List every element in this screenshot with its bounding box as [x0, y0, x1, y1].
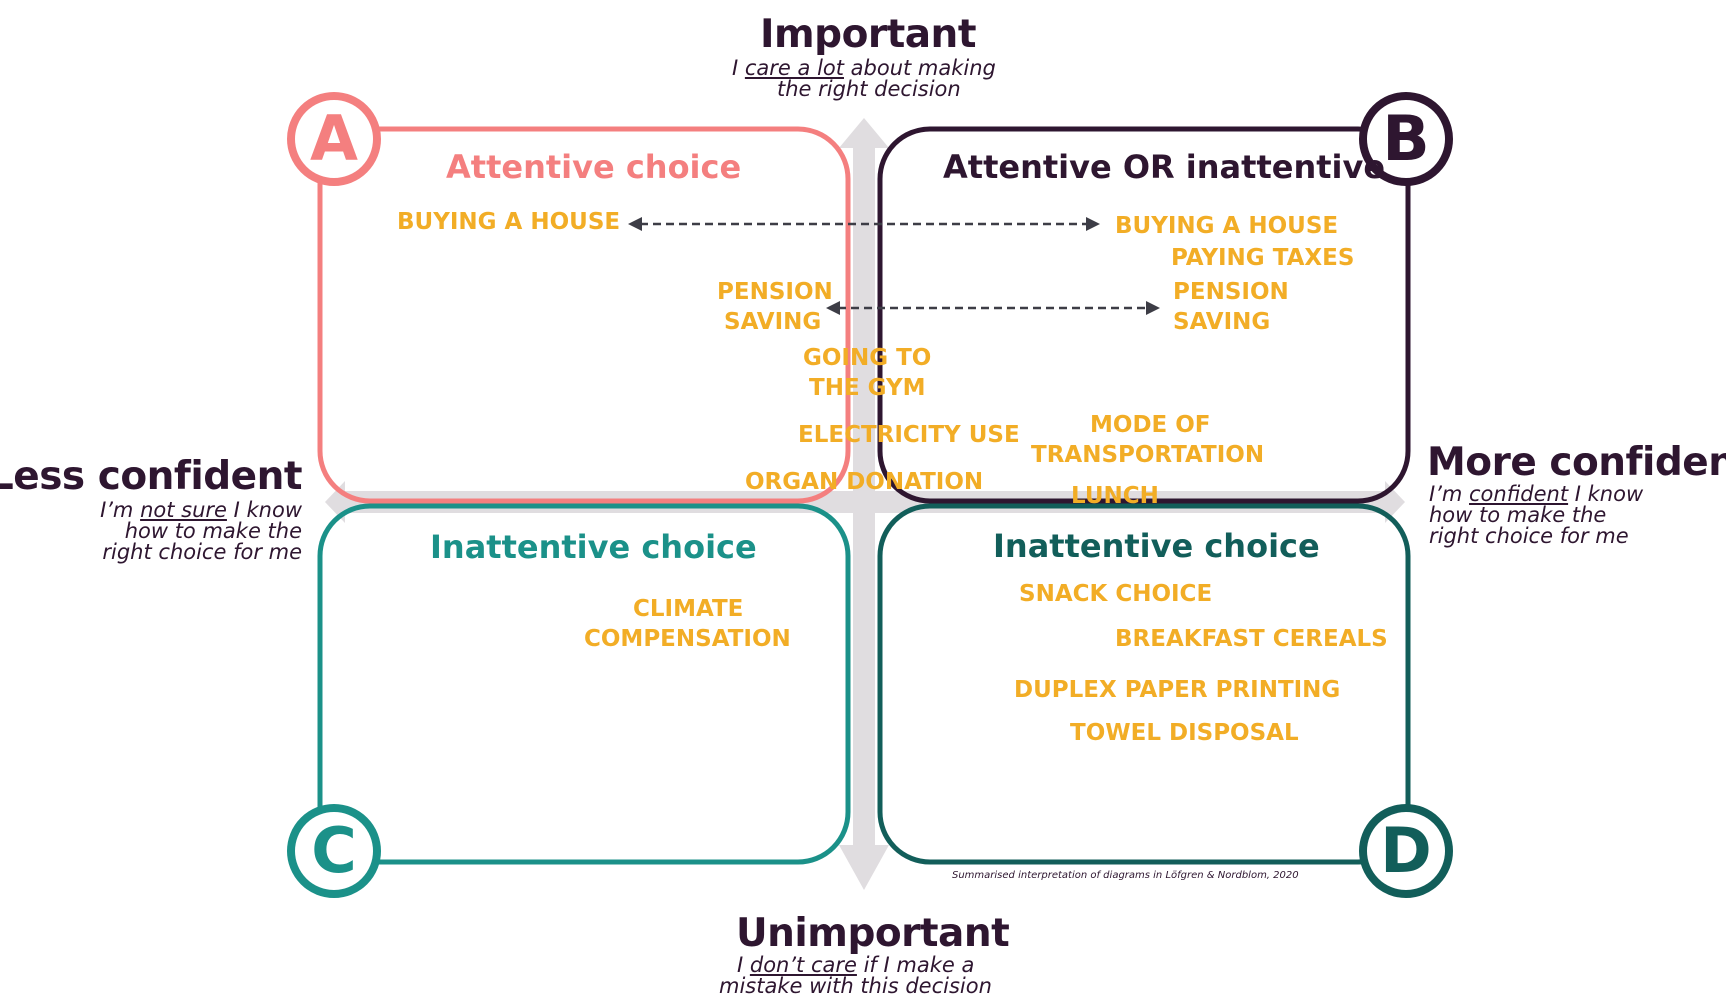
item-pension-attentive: PENSION [717, 279, 833, 305]
item-buying-house-either: BUYING A HOUSE [1115, 213, 1339, 239]
item-mode-of-transportation-line2: TRANSPORTATION [1031, 442, 1265, 468]
item-breakfast-cereals: BREAKFAST CEREALS [1115, 626, 1388, 652]
item-going-to-gym: GOING TO [803, 345, 932, 371]
down-arrow-head [839, 845, 889, 890]
quadrant-b-title: Attentive OR inattentive [943, 148, 1386, 186]
axis-bottom-title: Unimportant [736, 911, 1010, 956]
quadrant-c-title: Inattentive choice [430, 528, 757, 566]
item-snack-choice: SNACK CHOICE [1019, 581, 1213, 607]
axis-top-title: Important [760, 12, 976, 57]
axis-top-subtitle: I care a lot about making [732, 56, 996, 80]
item-pension-either: PENSION [1173, 279, 1289, 305]
source-footnote: Summarised interpretation of diagrams in… [952, 870, 1299, 881]
axis-left-subtitle-line3: right choice for me [102, 540, 302, 564]
quadrant-d-box [877, 503, 1411, 865]
item-electricity-use: ELECTRICITY USE [798, 422, 1020, 448]
axis-bottom-subtitle-line2: mistake with this decision [719, 974, 992, 998]
quadrant-b-box [877, 126, 1411, 504]
item-pension-either-line2: SAVING [1173, 309, 1271, 335]
item-lunch: LUNCH [1071, 483, 1159, 509]
item-duplex-paper-printing: DUPLEX PAPER PRINTING [1014, 677, 1341, 703]
item-buying-house-attentive: BUYING A HOUSE [397, 209, 621, 235]
quadrant-a-title: Attentive choice [446, 148, 742, 186]
quadrant-a-box [317, 126, 851, 504]
buying-house-link-arrow [628, 217, 1100, 231]
item-towel-disposal: TOWEL DISPOSAL [1070, 720, 1299, 746]
item-paying-taxes: PAYING TAXES [1171, 245, 1355, 271]
quadrant-a-badge: A [287, 92, 381, 186]
axis-right-subtitle: I’m confident I know [1429, 482, 1644, 506]
quadrant-d-badge: D [1359, 804, 1453, 898]
axis-left-subtitle: I’m not sure I know [100, 498, 302, 522]
pension-link-arrow [826, 301, 1160, 315]
axis-left-subtitle-line2: how to make the [124, 519, 302, 543]
axis-right-subtitle-line3: right choice for me [1429, 524, 1629, 548]
quadrant-c-box [317, 503, 851, 865]
axis-right-subtitle-line2: how to make the [1429, 503, 1607, 527]
item-climate-compensation: CLIMATE [633, 596, 744, 622]
axis-left-title: Less confident [0, 454, 303, 499]
quadrant-c-badge: C [287, 804, 381, 898]
up-arrow-head [839, 118, 889, 148]
item-going-to-gym-line2: THE GYM [809, 375, 926, 401]
item-mode-of-transportation: MODE OF [1090, 412, 1211, 438]
axis-right-title: More confident [1427, 440, 1726, 485]
item-pension-attentive-line2: SAVING [724, 309, 822, 335]
axis-bottom-subtitle: I don’t care if I make a [737, 953, 975, 977]
item-organ-donation: ORGAN DONATION [745, 469, 984, 495]
quadrant-b-badge: B [1359, 92, 1453, 186]
quadrant-d-title: Inattentive choice [993, 527, 1320, 565]
axis-top-subtitle-line2: the right decision [777, 77, 961, 101]
item-climate-compensation-line2: COMPENSATION [584, 626, 791, 652]
